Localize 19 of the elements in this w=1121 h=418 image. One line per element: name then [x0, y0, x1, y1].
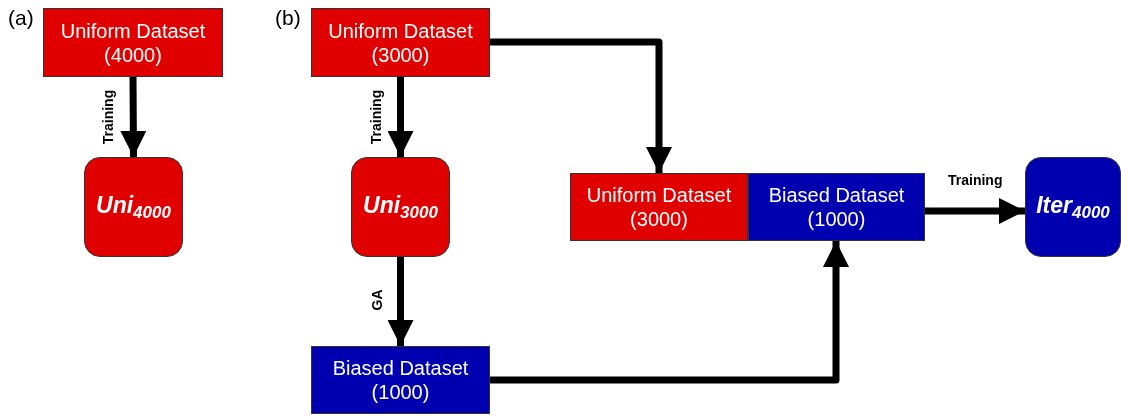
- arrow: [490, 241, 849, 384]
- panel-label: (b): [275, 6, 301, 30]
- arrow: [387, 77, 414, 157]
- panel-label: (a): [8, 6, 34, 30]
- arrow: [120, 76, 147, 158]
- model-box: Uni$_{4000}$: [84, 157, 183, 257]
- model-box: Uni$_{3000}$: [351, 157, 450, 257]
- model-box: Iter$_{4000}$: [1025, 157, 1121, 257]
- edge-label: Training: [100, 88, 117, 146]
- edge-label: Training: [947, 172, 1004, 188]
- uniform-dataset-box: Uniform Dataset (3000): [570, 173, 748, 241]
- arrow: [490, 38, 672, 173]
- edge-label: Training: [368, 88, 385, 146]
- biased-dataset-box: Biased Dataset (1000): [748, 173, 925, 241]
- uniform-dataset-box: Uniform Dataset (4000): [43, 8, 223, 77]
- biased-dataset-box: Biased Dataset (1000): [311, 346, 490, 414]
- arrow: [925, 198, 1025, 224]
- uniform-dataset-box: Uniform Dataset (3000): [311, 8, 490, 77]
- arrow: [387, 257, 414, 346]
